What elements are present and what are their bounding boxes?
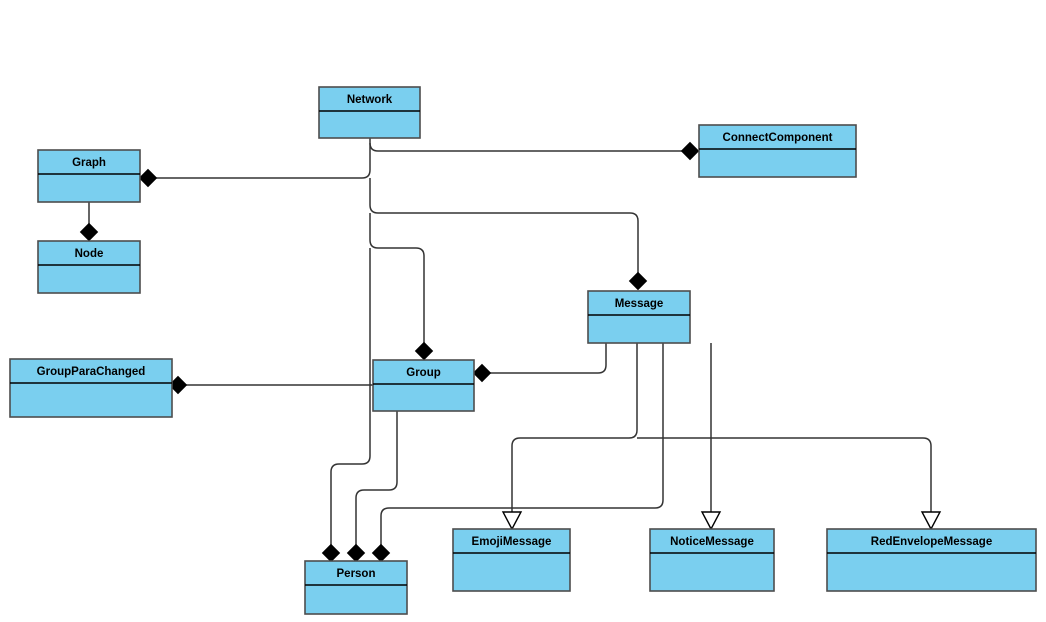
class-box-groupparachanged[interactable]: GroupParaChanged [9,358,173,418]
inheritance-arrow-noticemessage-message [700,511,722,531]
class-name-message: Message [615,298,664,310]
class-box-body-group [372,359,475,412]
relationship-aggregation-group-person[interactable] [355,411,398,545]
relationship-aggregation-network-person[interactable] [330,248,371,545]
class-name-node: Node [75,248,104,260]
class-name-noticemessage: NoticeMessage [670,536,754,548]
aggregation-diamond-network-connectcomponent [680,141,700,161]
relationship-inheritance-emojimessage-message[interactable] [511,343,638,513]
aggregation-diamond-message-person [371,543,391,563]
aggregation-diamond-network-message [628,271,648,291]
relationship-layer [88,138,932,545]
class-box-person[interactable]: Person [304,560,408,615]
aggregation-diamond-network-graph [138,168,158,188]
class-name-groupparachanged: GroupParaChanged [37,366,146,378]
class-box-node[interactable]: Node [37,240,141,294]
class-box-emojimessage[interactable]: EmojiMessage [452,528,571,592]
class-name-network: Network [347,94,393,106]
class-box-message[interactable]: Message [587,290,691,344]
relationship-aggregation-message-person[interactable] [380,343,664,545]
aggregation-diamond-message-group [472,363,492,383]
class-box-body-node [37,240,141,294]
relationship-aggregation-message-group[interactable] [489,343,607,374]
relationship-aggregation-network-connectcomponent[interactable] [369,138,691,152]
class-box-body-connectcomponent [698,124,857,178]
relationship-marker-layer [79,141,942,563]
class-box-graph[interactable]: Graph [37,149,141,203]
class-box-body-message [587,290,691,344]
relationship-inheritance-redenvelopemessage-message[interactable] [636,437,932,513]
class-name-person: Person [337,568,376,580]
class-box-body-noticemessage [649,528,775,592]
class-name-group: Group [406,367,441,379]
relationship-aggregation-network-group[interactable] [369,213,425,344]
class-name-graph: Graph [72,157,106,169]
inheritance-arrow-redenvelopemessage-message [920,511,942,531]
aggregation-diamond-graph-node [79,222,99,242]
class-box-noticemessage[interactable]: NoticeMessage [649,528,775,592]
class-box-connectcomponent[interactable]: ConnectComponent [698,124,857,178]
relationship-aggregation-network-graph[interactable] [148,143,371,179]
class-name-emojimessage: EmojiMessage [472,536,552,548]
class-box-layer: NetworkConnectComponentGraphNodeMessageG… [9,86,1037,615]
inheritance-arrow-emojimessage-message [501,511,523,531]
class-box-body-emojimessage [452,528,571,592]
aggregation-diamond-group-person [346,543,366,563]
class-box-body-redenvelopemessage [826,528,1037,592]
class-box-body-graph [37,149,141,203]
class-box-body-person [304,560,408,615]
class-name-redenvelopemessage: RedEnvelopeMessage [871,536,992,548]
class-box-body-groupparachanged [9,358,173,418]
class-box-network[interactable]: Network [318,86,421,139]
class-name-connectcomponent: ConnectComponent [723,132,833,144]
class-box-body-network [318,86,421,139]
relationship-aggregation-network-message[interactable] [369,178,639,275]
aggregation-diamond-network-group [414,341,434,361]
class-box-redenvelopemessage[interactable]: RedEnvelopeMessage [826,528,1037,592]
aggregation-diamond-network-person [321,543,341,563]
class-box-group[interactable]: Group [372,359,475,412]
